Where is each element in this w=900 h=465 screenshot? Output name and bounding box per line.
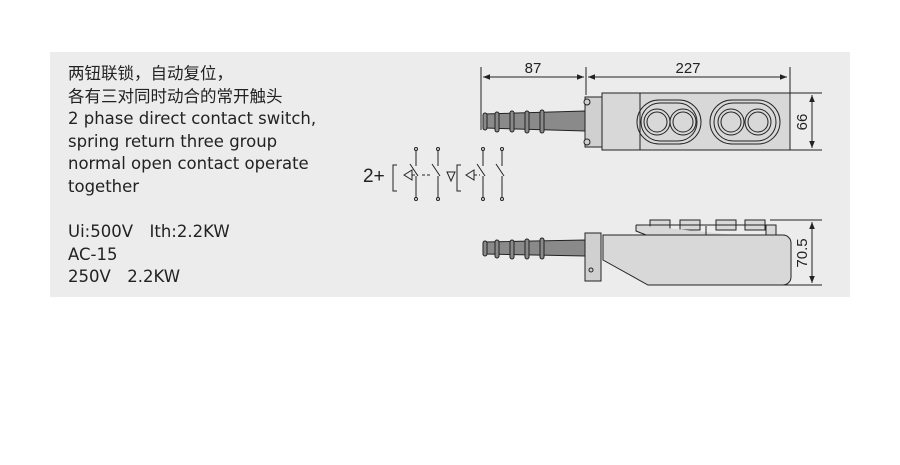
en-line-2: spring return three group	[68, 131, 278, 151]
spec-line-2: AC-15	[68, 244, 118, 264]
button-group-2	[709, 99, 781, 145]
cable-side	[484, 239, 586, 257]
cn-line-1: 两钮联锁，自动复位，	[68, 64, 233, 83]
description-text: 两钮联锁，自动复位， 各有三对同时动合的常开触头 2 phase direct …	[68, 63, 316, 198]
dim-70-5-label: 70.5	[794, 238, 811, 267]
cn-line-2: 各有三对同时动合的常开触头	[68, 86, 283, 106]
dim-66-label: 66	[794, 114, 811, 131]
en-line-3: normal open contact operate	[68, 154, 309, 173]
top-view	[480, 67, 822, 151]
dim-87-label: 87	[525, 60, 542, 77]
schematic-label: 2+	[363, 166, 385, 187]
spec-line-3: 250V 2.2KW	[68, 267, 181, 286]
side-view	[482, 219, 822, 286]
button-group-1	[636, 99, 702, 145]
dim-227-label: 227	[675, 60, 700, 77]
contact-schematic	[392, 147, 505, 201]
en-line-1: 2 phase direct contact switch,	[68, 109, 317, 128]
switch-body-side	[602, 234, 792, 286]
spec-text: Ui:500V Ith:2.2KW AC-15 250V 2.2KW	[68, 221, 230, 289]
spec-line-1: Ui:500V Ith:2.2KW	[68, 222, 230, 241]
cable	[484, 110, 586, 132]
en-line-4: together	[68, 176, 140, 196]
